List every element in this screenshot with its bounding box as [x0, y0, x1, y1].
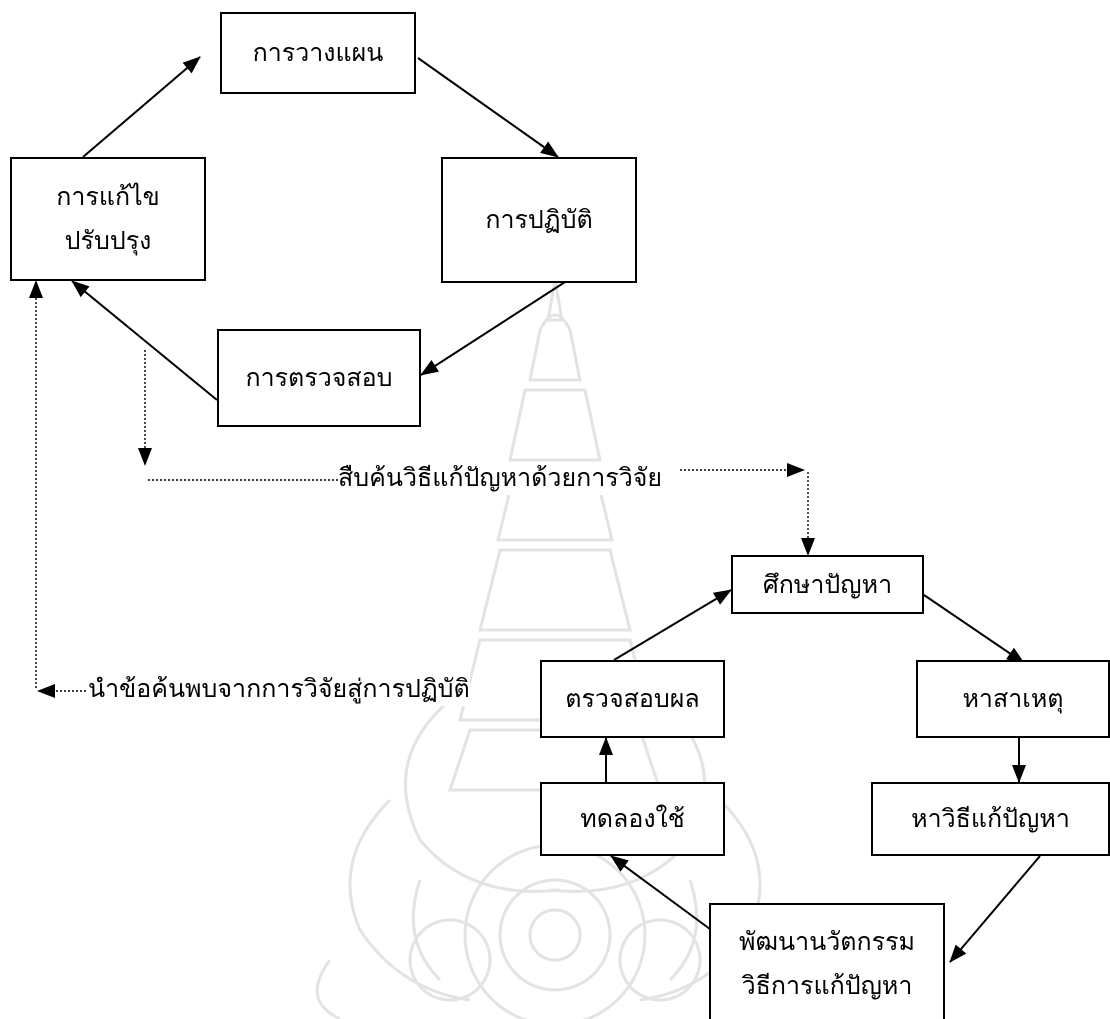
planning-box: การวางแผน [220, 12, 416, 94]
study-problem-label: ศึกษาปัญหา [762, 569, 893, 599]
study-problem-box: ศึกษาปัญหา [731, 555, 924, 614]
arrow-innovation-to-trial [610, 855, 719, 936]
evaluate-box: ตรวจสอบผล [540, 660, 725, 738]
innovation-label-line1: พัฒนานวัตกรรม [738, 927, 916, 957]
checking-label: การตรวจสอบ [245, 363, 393, 393]
arrow-checking-to-improve [71, 280, 218, 401]
arrow-method-to-innovation [949, 855, 1041, 963]
find-cause-box: หาสาเหตุ [916, 660, 1110, 738]
improve-label-line1: การแก้ไข [56, 182, 160, 212]
trial-label: ทดลองใช้ [580, 804, 685, 834]
improve-label-line2: ปรับปรุง [64, 226, 152, 255]
arrow-improve-to-planning [82, 56, 201, 158]
find-method-box: หาวิธีแก้ปัญหา [871, 782, 1110, 856]
innovation-box: พัฒนานวัตกรรม วิธีการแก้ปัญหา [709, 903, 945, 1019]
find-method-label: หาวิธีแก้ปัญหา [911, 804, 1070, 834]
evaluate-label: ตรวจสอบผล [565, 684, 700, 714]
arrow-study-to-cause [923, 594, 1025, 664]
arrow-practice-to-checking [420, 281, 566, 376]
improve-box: การแก้ไข ปรับปรุง [10, 157, 206, 281]
innovation-label-line2: วิธีการแก้ปัญหา [741, 971, 913, 1000]
arrow-evaluate-to-study [613, 589, 732, 661]
checking-box: การตรวจสอบ [217, 329, 421, 427]
trial-box: ทดลองใช้ [540, 782, 725, 856]
practice-label: การปฏิบัติ [485, 205, 593, 235]
practice-box: การปฏิบัติ [441, 157, 637, 283]
research-link-label: สืบค้นวิธีแก้ปัญหาด้วยการวิจัย [338, 462, 663, 495]
planning-label: การวางแผน [252, 38, 384, 68]
find-cause-label: หาสาเหตุ [962, 684, 1064, 714]
apply-link-label: นำข้อค้นพบจากการวิจัยสู่การปฏิบัติ [88, 673, 470, 706]
arrow-planning-to-practice [417, 57, 559, 158]
